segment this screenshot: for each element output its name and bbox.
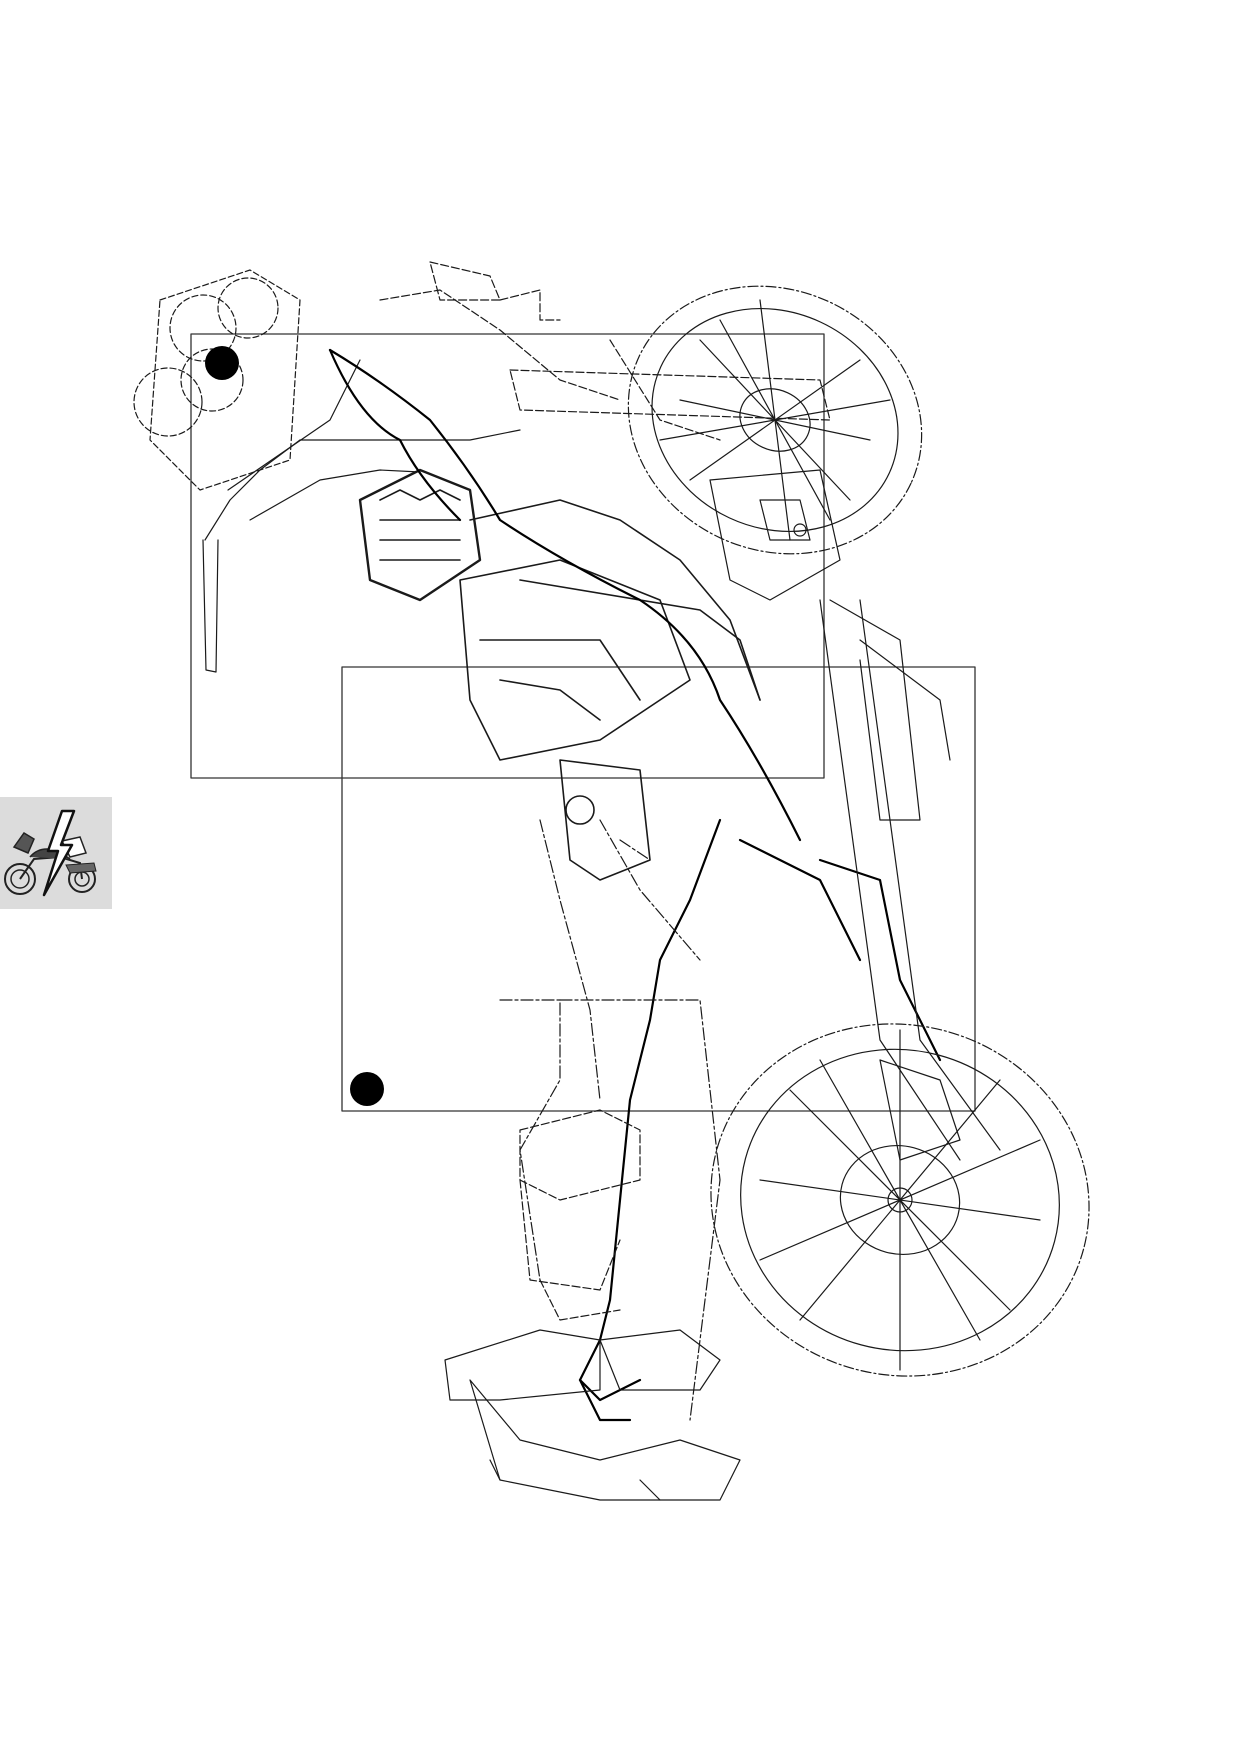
detail-frame-lower <box>341 666 976 1112</box>
detail-frame-upper <box>190 333 825 779</box>
wiring-harness <box>328 348 942 1422</box>
engine-block <box>358 468 761 881</box>
rear-wheel <box>627 285 923 555</box>
main-frame <box>499 819 721 1421</box>
front-wheel <box>710 1023 1090 1377</box>
frame-top <box>379 261 831 441</box>
instrument-cluster <box>133 269 301 491</box>
callout-1 <box>205 346 239 380</box>
section-tab <box>0 797 112 909</box>
handlebar <box>202 359 521 673</box>
callout-2 <box>350 1072 384 1106</box>
rear-fender-assembly <box>709 469 951 821</box>
front-headlamp-assembly <box>444 1329 741 1501</box>
motorcycle-electrical-icon <box>4 809 97 897</box>
rear-rack <box>519 1109 641 1321</box>
front-forks <box>819 599 1001 1161</box>
